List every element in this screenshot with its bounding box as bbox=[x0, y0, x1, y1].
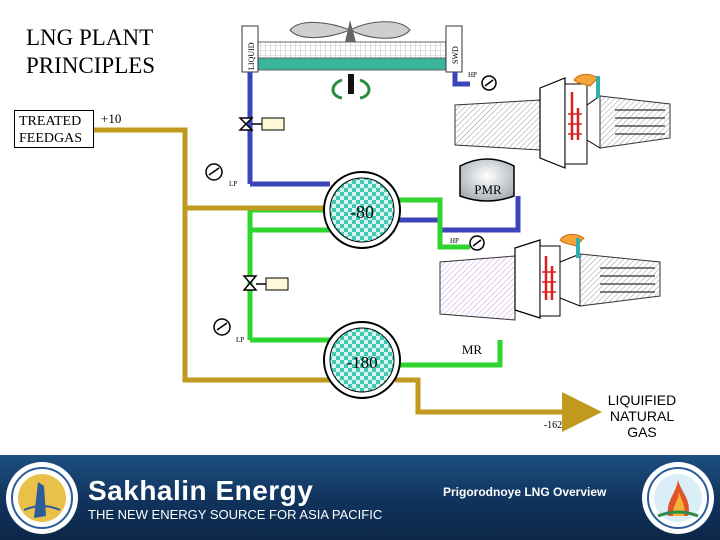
lng-line-1: LIQUIFIED bbox=[607, 392, 677, 408]
presentation-subtitle: Prigorodnoye LNG Overview bbox=[443, 485, 607, 499]
hp-label-precool: HP bbox=[468, 71, 477, 79]
precool-exchanger bbox=[323, 171, 401, 249]
feedgas-line-1: TREATED bbox=[19, 114, 82, 129]
feedgas-line bbox=[94, 127, 602, 432]
precool-compressor-train bbox=[454, 73, 671, 169]
air-cooler-body bbox=[257, 57, 447, 71]
main-temperature: -180 bbox=[346, 353, 377, 372]
gauge-hp-precool bbox=[481, 75, 497, 91]
gauge-lp-precool bbox=[205, 163, 223, 181]
gauge-hp-main bbox=[469, 235, 485, 251]
pmr-vessel bbox=[459, 158, 515, 202]
main-exchanger bbox=[323, 321, 401, 399]
page-title: LNG PLANT PRINCIPLES bbox=[26, 24, 206, 80]
cooler-right-label: SWD bbox=[451, 46, 460, 64]
precool-temperature: -80 bbox=[350, 202, 374, 222]
right-seal-icon bbox=[642, 462, 714, 534]
valve-precool bbox=[238, 117, 285, 131]
feed-temperature: +10 bbox=[101, 111, 122, 126]
pmr-label: PMR bbox=[474, 182, 502, 197]
lng-line-2: NATURAL bbox=[609, 408, 675, 424]
title-line-1: LNG PLANT bbox=[26, 25, 154, 50]
lp-label-main: LP bbox=[236, 336, 244, 344]
rotation-symbol bbox=[331, 74, 371, 100]
hp-label-main: HP bbox=[450, 237, 459, 245]
footer-banner bbox=[0, 455, 720, 540]
product-temperature: -162 bbox=[544, 420, 562, 431]
left-seal-icon bbox=[6, 462, 78, 534]
process-diagram: LIQUID SWD LP bbox=[94, 20, 671, 432]
valve-main bbox=[242, 275, 289, 291]
brand-tagline: THE NEW ENERGY SOURCE FOR ASIA PACIFIC bbox=[88, 507, 383, 522]
cooler-fan bbox=[289, 20, 411, 42]
lp-label-precool: LP bbox=[229, 180, 237, 188]
cooler-left-label: LIQUID bbox=[247, 42, 256, 70]
mr-label: MR bbox=[462, 342, 483, 357]
feedgas-line-2: FEEDGAS bbox=[19, 131, 83, 146]
brand-name: Sakhalin Energy bbox=[88, 475, 314, 506]
lng-line-3: GAS bbox=[627, 424, 657, 440]
gauge-lp-main bbox=[213, 318, 231, 336]
feedgas-label-box: TREATED FEEDGAS bbox=[14, 110, 94, 148]
main-compressor-train bbox=[439, 233, 661, 321]
lng-product-label: LIQUIFIED NATURAL GAS bbox=[600, 392, 684, 440]
title-line-2: PRINCIPLES bbox=[26, 53, 156, 78]
